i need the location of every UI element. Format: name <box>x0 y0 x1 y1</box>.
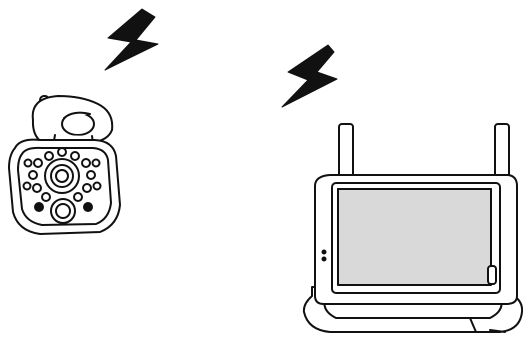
wireless-monitor-icon <box>302 123 523 333</box>
lightning-bolt-icon <box>281 44 338 108</box>
wireless-camera-icon <box>8 95 121 235</box>
lightning-bolt-icon <box>104 8 159 71</box>
